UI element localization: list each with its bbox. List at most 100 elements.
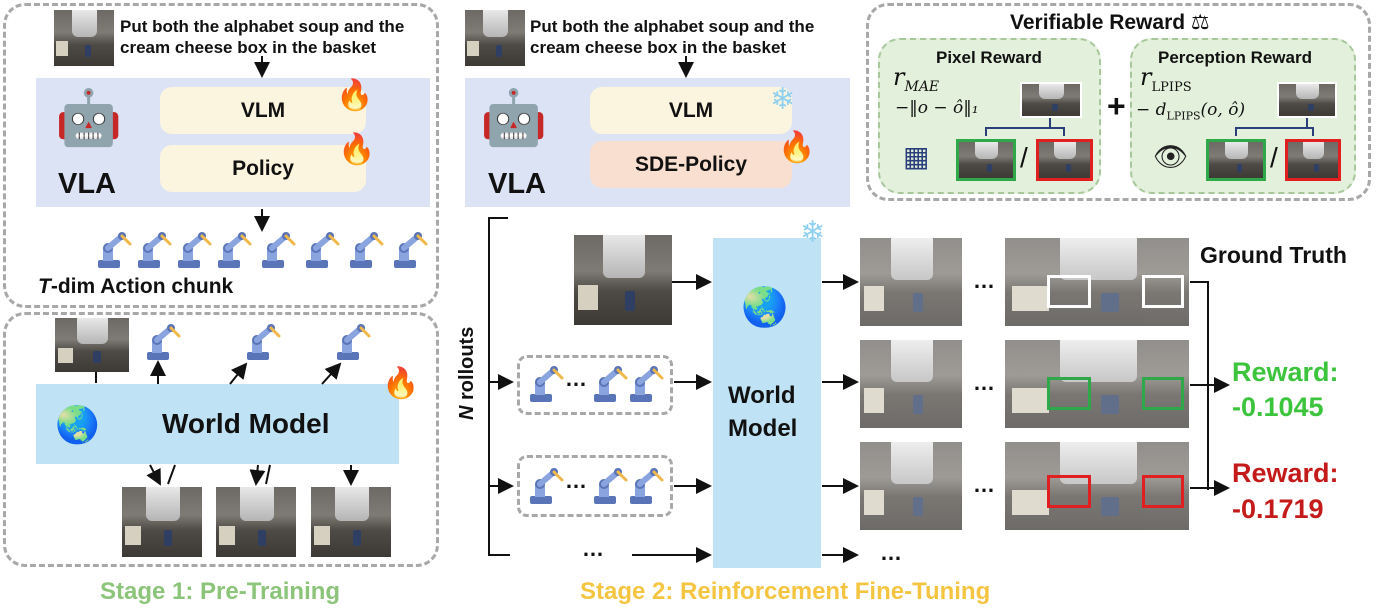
rollout2-crop-box-1 [1047,475,1091,508]
robot-arm-icon [594,468,626,504]
robot-arm-icon [98,232,130,268]
pixel-reward-title: Pixel Reward [936,48,1042,67]
robot-arm-icon [247,324,279,360]
grid-icon: ▦ [903,140,930,173]
stage2-vla-label: VLA [488,168,546,200]
stage2-world-model-line1: World [728,382,796,409]
perception-reward-good-image [1206,139,1266,181]
fire-icon: 🔥 [382,366,420,401]
stage1-caption: Stage 1: Pre-Training [100,578,341,605]
rollout-action-ellipsis-2: … [565,468,587,493]
rollout-action-ellipsis-1: … [565,366,587,391]
stage1-action-frame [3,3,439,308]
gt-frame-1 [860,238,962,326]
rollout2-ellipsis: … [973,472,995,497]
stage1-observation-image [54,10,114,66]
gt-frame-2 [1005,238,1189,326]
reward2-value: -0.1719 [1232,494,1324,524]
robot-arm-icon [530,366,562,402]
robot-arm-icon [630,366,662,402]
robot-arm-icon [178,232,210,268]
perception-reward-formula: − dLPIPS(o, ô) [1136,100,1246,123]
stage1-predicted-image-3 [311,487,391,557]
stage1-world-model-label: World Model [162,408,330,439]
eye-icon: 👁 [1153,140,1189,173]
gt-frame-ellipsis: … [973,268,995,293]
ground-truth-label: Ground Truth [1200,242,1347,268]
fire-icon: 🔥 [336,78,374,113]
stage1-policy-module: Policy [160,145,366,192]
stage2-instruction-line1: Put both the alphabet soup and the [530,17,815,36]
pixel-reward-symbol: rMAE [893,63,940,95]
stage2-instruction-line2: cream cheese box in the basket [530,38,787,57]
reward2-label: Reward: [1232,458,1339,488]
rollout2-crop-box-2 [1142,475,1184,508]
robot-arm-icon [337,324,369,360]
stage2-caption: Stage 2: Reinforcement Fine-Tuning [580,578,991,605]
stage2-sde-policy-module: SDE-Policy [590,141,792,188]
gt-crop-box-2 [1142,275,1184,308]
perception-reward-bad-image [1285,139,1341,181]
stage1-world-model-bar [36,384,399,464]
scale-icon: ⚖ [1190,10,1210,34]
stage1-predicted-image-2 [216,487,296,557]
gt-crop-box-1 [1047,275,1091,308]
rollout-action-group-1 [517,355,673,415]
reward-plus-sign: + [1107,88,1126,124]
rollout1-crop-box-1 [1047,377,1091,410]
stage2-initial-observation-image [574,235,672,325]
rollout2-frame-2 [1005,442,1189,530]
robot-arm-icon [138,232,170,268]
pixel-reward-formula: −‖o − ô‖₁ [895,98,979,118]
stage2-observation-image [465,10,525,66]
perception-reward-slash: / [1270,142,1278,173]
rollout1-frame-1 [860,340,962,428]
pixel-reward-slash: / [1020,142,1028,173]
stage2-world-model-bar [713,238,821,568]
reward1-value: -0.1045 [1232,392,1324,422]
robot-arm-icon [218,232,250,268]
stage1-instruction-line1: Put both the alphabet soup and the [120,17,405,36]
stage1-predicted-image-1 [122,487,202,557]
rollout1-crop-box-2 [1142,377,1184,410]
rollout-bottom-ellipsis: … [880,540,902,565]
robot-arm-icon [630,468,662,504]
verifiable-reward-frame [866,3,1371,201]
robot-arm-icon [350,232,382,268]
rollout1-frame-2 [1005,340,1189,428]
robot-arm-icon [147,324,179,360]
perception-reward-reference-image [1277,82,1337,118]
stage1-vla-label: VLA [58,168,116,200]
robot-arm-icon [306,232,338,268]
perception-reward-symbol: rLPIPS [1140,63,1192,95]
pixel-reward-bad-image [1036,139,1093,181]
robot-arm-icon [394,232,426,268]
robot-icon: 🤖 [480,86,548,149]
snowflake-icon: ❄ [800,215,826,250]
globe-icon: 🌏 [741,285,789,329]
robot-icon: 🤖 [55,86,123,149]
pixel-reward-reference-image [1020,82,1082,118]
globe-icon: 🌏 [55,405,100,446]
rollout-action-group-2 [517,455,673,517]
robot-arm-icon [530,468,562,504]
pixel-reward-good-image [956,139,1016,181]
perception-reward-title: Perception Reward [1158,48,1312,67]
robot-arm-icon [262,232,294,268]
fire-icon: 🔥 [778,130,816,165]
snowflake-icon: ❄ [770,82,796,117]
stage1-world-model-frame [3,312,439,567]
reward1-label: Reward: [1232,357,1339,387]
stage2-world-model-line2: Model [728,415,798,442]
stage1-vlm-module: VLM [160,87,366,134]
stage2-vlm-module: VLM [590,87,792,134]
verifiable-reward-title: Verifiable Reward ⚖ [1010,10,1210,34]
stage1-instruction-line2: cream cheese box in the basket [120,38,377,57]
stage1-action-chunk-label: T-dim Action chunk [38,275,234,298]
fire-icon: 🔥 [338,132,376,167]
rollout1-ellipsis: … [973,370,995,395]
stage1-context-image [55,318,129,372]
robot-arm-icon [594,366,626,402]
rollout2-frame-1 [860,442,962,530]
